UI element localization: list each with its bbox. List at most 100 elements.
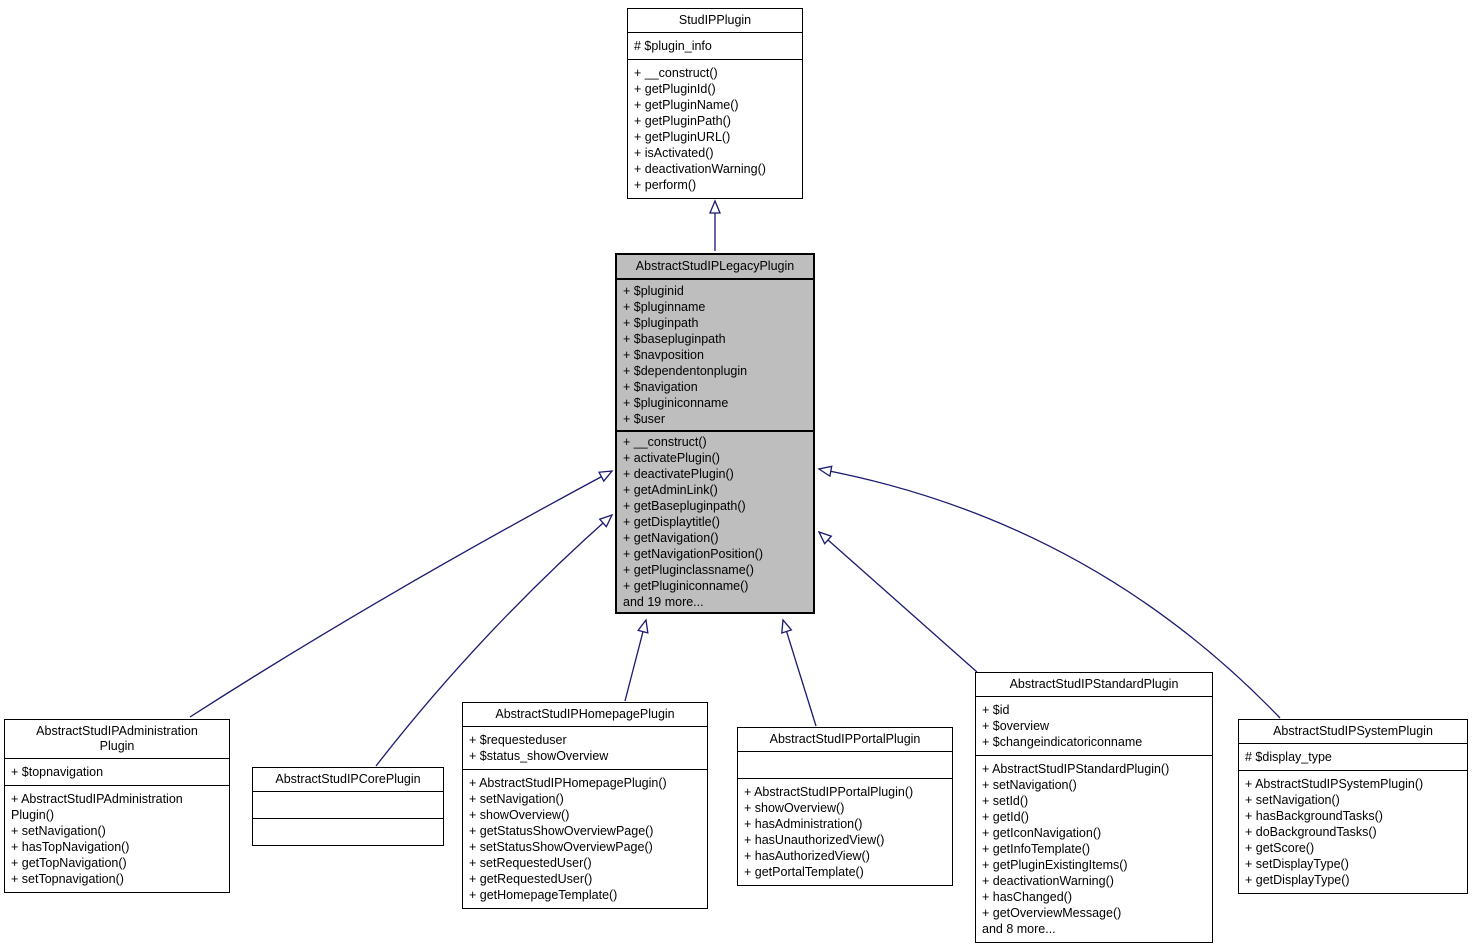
class-member: + $topnavigation [11, 765, 104, 779]
class-member: + deactivationWarning() [634, 162, 766, 176]
class-title-abstractstudiphomepageplugin[interactable]: AbstractStudIPHomepagePlugin [495, 707, 675, 721]
class-box-abstractstudipadministrationplugin[interactable]: AbstractStudIPAdministration Plugin + $t… [4, 719, 230, 893]
class-member: + $dependentonplugin [623, 364, 748, 378]
class-member: + hasAdministration() [744, 817, 863, 831]
class-methods-abstractstudipportalplugin: + AbstractStudIPPortalPlugin() + showOver… [738, 778, 952, 885]
class-box-abstractstudipcoreplugin[interactable]: AbstractStudIPCorePlugin [252, 767, 444, 846]
class-attributes-abstractstudiplegacyplugin: + $pluginid + $pluginname + $pluginpath + $… [617, 278, 813, 430]
class-member: + getBasepluginpath() [623, 499, 746, 513]
class-box-abstractstudipsystemplugin[interactable]: AbstractStudIPSystemPlugin # $display_ty… [1238, 719, 1468, 894]
class-member: + hasAuthorizedView() [744, 849, 870, 863]
class-member: + $pluginid [623, 284, 684, 298]
class-member: + AbstractStudIPPortalPlugin() [744, 785, 914, 799]
class-member: + setNavigation() [469, 792, 564, 806]
class-member: + $status_showOverview [469, 749, 609, 763]
class-member: + __construct() [623, 435, 707, 449]
edge-portal-to-legacy [781, 618, 817, 727]
class-member: + hasBackgroundTasks() [1245, 809, 1383, 823]
class-member: + $requesteduser [469, 733, 567, 747]
class-member: + $pluginiconname [623, 396, 729, 410]
class-methods-abstractstudipsystemplugin: + AbstractStudIPSystemPlugin()+ setNavig… [1239, 770, 1467, 893]
edge-homepage-to-legacy [624, 618, 649, 702]
class-methods-abstractstudipadministrationplugin: + AbstractStudIPAdministration Plugin() +… [5, 785, 229, 892]
class-member: + getOverviewMessage() [982, 906, 1122, 920]
class-member: + getDisplaytitle() [623, 515, 720, 529]
class-member: + getPluginclassname() [623, 563, 754, 577]
class-member: + $pluginname [623, 300, 706, 314]
edge-administration-to-legacy [189, 470, 614, 718]
class-member: + getPluginURL() [634, 130, 731, 144]
class-member: + getNavigation() [623, 531, 719, 545]
class-member: + getIconNavigation() [982, 826, 1102, 840]
class-member: + $navigation [623, 380, 698, 394]
class-member: + $basepluginpath [623, 332, 726, 346]
class-member: + showOverview() [469, 808, 570, 822]
class-member: + showOverview() [744, 801, 845, 815]
edge-standard-to-legacy [817, 530, 978, 673]
class-title-studipplugin[interactable]: StudIPPlugin [678, 13, 752, 27]
class-box-studipplugin[interactable]: StudIPPlugin # $plugin_info + __construc… [627, 8, 803, 199]
class-member: + setRequestedUser() [469, 856, 592, 870]
class-member: + getPluginiconname() [623, 579, 749, 593]
class-box-abstractstudiphomepageplugin[interactable]: AbstractStudIPHomepagePlugin + $requeste… [462, 702, 708, 909]
class-member: + getInfoTemplate() [982, 842, 1091, 856]
class-member: + AbstractStudIPStandardPlugin() [982, 762, 1170, 776]
class-member: # $display_type [1245, 750, 1332, 764]
class-member: + setNavigation() [982, 778, 1077, 792]
class-member: + AbstractStudIPAdministration Plugin() [11, 792, 183, 822]
class-attributes-abstractstudipsystemplugin: # $display_type [1239, 743, 1467, 770]
class-member: + getTopNavigation() [11, 856, 127, 870]
class-methods-studipplugin: + __construct() + getPluginId() + getPlugi… [628, 59, 802, 198]
class-member: + $overview [982, 719, 1050, 733]
class-member: + activatePlugin() [623, 451, 720, 465]
class-member: + hasUnauthorizedView() [744, 833, 885, 847]
class-member: + __construct() [634, 66, 718, 80]
class-member: + getAdminLink() [623, 483, 718, 497]
class-member: + $pluginpath [623, 316, 699, 330]
class-member: + isActivated() [634, 146, 714, 160]
class-attributes-abstractstudiphomepageplugin: + $requesteduser + $status_showOverview [463, 726, 707, 769]
class-box-abstractstudipstandardplugin[interactable]: AbstractStudIPStandardPlugin + $id + $ove… [975, 672, 1213, 943]
class-title-abstractstudipsystemplugin[interactable]: AbstractStudIPSystemPlugin [1273, 724, 1433, 738]
class-member: # $plugin_info [634, 39, 712, 53]
class-attributes-studipplugin: # $plugin_info [628, 32, 802, 59]
class-member: + AbstractStudIPHomepagePlugin() [469, 776, 667, 790]
class-member: + getId() [982, 810, 1029, 824]
class-member: + getPluginName() [634, 98, 739, 112]
class-box-abstractstudipportalplugin[interactable]: AbstractStudIPPortalPlugin + AbstractStu… [737, 727, 953, 886]
class-attributes-abstractstudipadministrationplugin: + $topnavigation [5, 758, 229, 785]
class-member: + setTopnavigation() [11, 872, 124, 886]
class-methods-abstractstudiplegacyplugin: + __construct()+ activatePlugin()+ deact… [617, 430, 813, 612]
class-member: and 8 more... [982, 922, 1056, 936]
class-member: + doBackgroundTasks() [1245, 825, 1377, 839]
class-member: + $changeindicatoriconname [982, 735, 1143, 749]
class-attributes-abstractstudipstandardplugin: + $id + $overview + $changeindicatoriconna… [976, 696, 1212, 755]
class-member: + $navposition [623, 348, 704, 362]
class-attributes-abstractstudipcoreplugin [253, 791, 443, 818]
class-title-abstractstudipcoreplugin[interactable]: AbstractStudIPCorePlugin [275, 772, 421, 786]
class-member: + perform() [634, 178, 697, 192]
class-member: + getScore() [1245, 841, 1315, 855]
class-member: + setDisplayType() [1245, 857, 1349, 871]
class-member: + getPluginId() [634, 82, 716, 96]
class-member: + $user [623, 412, 666, 426]
class-title-abstractstudiplegacyplugin[interactable]: AbstractStudIPLegacyPlugin [635, 259, 795, 273]
class-member: + getPluginPath() [634, 114, 731, 128]
class-member: + setId() [982, 794, 1029, 808]
class-member: + setNavigation() [11, 824, 106, 838]
class-member: + $id [982, 703, 1010, 717]
class-box-abstractstudiplegacyplugin[interactable]: AbstractStudIPLegacyPlugin + $pluginid+ … [615, 253, 815, 614]
class-member: + getPluginExistingItems() [982, 858, 1128, 872]
class-methods-abstractstudipstandardplugin: + AbstractStudIPStandardPlugin() + setNav… [976, 755, 1212, 942]
class-member: + getStatusShowOverviewPage() [469, 824, 654, 838]
class-member: + getHomepageTemplate() [469, 888, 618, 902]
class-member: and 19 more... [623, 595, 704, 609]
class-member: + getRequestedUser() [469, 872, 593, 886]
class-title-abstractstudipadministrationplugin[interactable]: AbstractStudIPAdministration Plugin [36, 724, 198, 753]
class-attributes-abstractstudipportalplugin [738, 751, 952, 778]
class-title-abstractstudipstandardplugin[interactable]: AbstractStudIPStandardPlugin [1009, 677, 1179, 691]
class-title-abstractstudipportalplugin[interactable]: AbstractStudIPPortalPlugin [769, 732, 921, 746]
class-member: + getPortalTemplate() [744, 865, 864, 879]
class-member: + getNavigationPosition() [623, 547, 764, 561]
